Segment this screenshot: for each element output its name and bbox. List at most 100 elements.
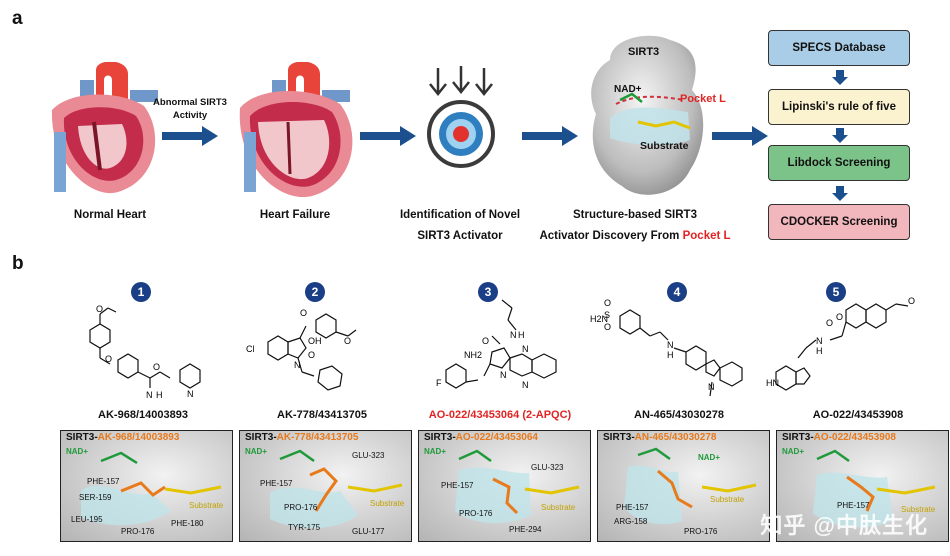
- residue-label: PHE-157: [260, 479, 293, 488]
- residue-label: PHE-294: [509, 525, 542, 534]
- mol3-atom: F: [436, 378, 442, 388]
- docking-title-name: AK-968/14003893: [97, 432, 180, 443]
- residue-label: LEU-195: [71, 515, 103, 524]
- residue-label: PHE-157: [441, 481, 474, 490]
- flow-box-specs: SPECS Database: [768, 30, 910, 66]
- compound-name-1: AK-968/14003893: [98, 409, 188, 421]
- docking-panel-5: SIRT3-AO-022/43453908 NAD+ PHE-157 Subst…: [776, 430, 949, 542]
- compound-badge-4: 4: [667, 282, 687, 302]
- mol3-atom: H: [518, 330, 525, 340]
- protein-sirt3-label: SIRT3: [628, 46, 660, 58]
- residue-label: PHE-157: [837, 501, 870, 510]
- docking-title-4: SIRT3-AN-465/43030278: [603, 432, 716, 443]
- mol4-atom: O: [604, 298, 611, 308]
- docking-title-1: SIRT3-AK-968/14003893: [66, 432, 179, 443]
- panel-b-letter: b: [12, 253, 24, 274]
- mol5-atom: O: [908, 296, 915, 306]
- docking-substrate-label: Substrate: [901, 505, 936, 514]
- protein-substrate-label: Substrate: [640, 140, 689, 152]
- mol2-atom: Cl: [246, 344, 255, 354]
- docking-title-prefix: SIRT3-: [245, 432, 277, 443]
- docking-nad-label: NAD+: [782, 447, 805, 456]
- arrow-4-icon: [712, 126, 768, 146]
- residue-label: PRO-176: [284, 503, 318, 512]
- residue-label: PHE-157: [87, 477, 120, 486]
- target-icon: [427, 66, 495, 168]
- structure-line1: Structure-based SIRT3: [573, 209, 697, 221]
- docking-title-2: SIRT3-AK-778/43413705: [245, 432, 358, 443]
- residue-label: PRO-176: [684, 527, 718, 536]
- residue-label: TYR-175: [288, 523, 321, 532]
- residue-label: PRO-176: [121, 527, 155, 536]
- mol4-atom: H: [667, 350, 674, 360]
- protein-nad-label: NAD+: [614, 84, 642, 95]
- abnormal-activity-line1: Abnormal SIRT3: [153, 97, 227, 108]
- docking-substrate-label: Substrate: [541, 503, 576, 512]
- identification-line1: Identification of Novel: [399, 209, 521, 221]
- molecule-1-structure: O O N H O N: [89, 304, 201, 400]
- docking-title-prefix: SIRT3-: [424, 432, 456, 443]
- mol1-atom: N: [187, 389, 194, 399]
- mol3-atom: N: [500, 370, 507, 380]
- residue-label: PHE-180: [171, 519, 204, 528]
- mol5-atom: H: [816, 346, 823, 356]
- mol1-atom: H: [156, 390, 163, 400]
- docking-nad-label: NAD+: [424, 447, 447, 456]
- mol5-atom: HN: [766, 378, 779, 388]
- docking-nad-label: NAD+: [66, 447, 89, 456]
- compound-name-4: AN-465/43030278: [634, 409, 724, 421]
- structure-line2-prefix: Activator Discovery From: [539, 230, 680, 242]
- identification-line2: SIRT3 Activator: [417, 230, 503, 242]
- residue-label: SER-159: [79, 493, 112, 502]
- docking-title-5: SIRT3-AO-022/43453908: [782, 432, 896, 443]
- docking-title-name: AK-778/43413705: [276, 432, 359, 443]
- arrow-3-icon: [522, 126, 578, 146]
- flow-box-libdock: Libdock Screening: [768, 145, 910, 181]
- structure-line2-pocket: Pocket L: [682, 230, 731, 242]
- mol5-atom: O: [836, 312, 843, 322]
- compound-badge-3: 3: [478, 282, 498, 302]
- mol3-atom: O: [482, 336, 489, 346]
- flow-down-arrow-icon: [832, 128, 848, 143]
- docking-panel-2: SIRT3-AK-778/43413705 NAD+ GLU-323 PHE-1…: [239, 430, 412, 542]
- arrow-1-icon: [162, 126, 218, 146]
- abnormal-activity-line2: Activity: [172, 110, 208, 121]
- docking-panel-1: SIRT3-AK-968/14003893 NAD+ PHE-157 SER-1…: [60, 430, 233, 542]
- flow-box-specs-label: SPECS Database: [792, 42, 886, 54]
- mol2-atom: O: [344, 336, 351, 346]
- mol2-atom: O: [308, 350, 315, 360]
- compound-badge-1: 1: [131, 282, 151, 302]
- mol2-atom: N: [294, 360, 301, 370]
- docking-substrate-label: Substrate: [370, 499, 405, 508]
- normal-heart-illustration: [51, 62, 158, 194]
- heart-failure-illustration: [239, 62, 353, 198]
- mol4-atom: N: [667, 340, 674, 350]
- mol4-atom: S: [604, 310, 610, 320]
- mol2-atom: O: [300, 308, 307, 318]
- structure-line2: Activator Discovery From Pocket L: [535, 226, 735, 247]
- flow-box-cdocker: CDOCKER Screening: [768, 204, 910, 240]
- protein-pocket-label: Pocket L: [680, 93, 726, 105]
- molecule-3-structure: N H O NH2 N N N F: [436, 299, 557, 390]
- residue-label: GLU-177: [352, 527, 385, 536]
- mol1-atom: N: [146, 390, 153, 400]
- identification-caption: Identification of Novel SIRT3 Activator: [395, 205, 525, 247]
- docking-title-name: AN-465/43030278: [634, 432, 717, 443]
- molecule-5-structure: O O O N H HN: [766, 296, 915, 391]
- flow-box-lipinski-label: Lipinski's rule of five: [782, 101, 896, 113]
- abnormal-activity-label: Abnormal SIRT3 Activity: [150, 96, 230, 122]
- mol5-atom: N: [816, 336, 823, 346]
- compound-name-5: AO-022/43453908: [812, 409, 904, 421]
- docking-title-prefix: SIRT3-: [603, 432, 635, 443]
- flow-down-arrow-icon: [832, 70, 848, 85]
- residue-label: PRO-176: [459, 509, 493, 518]
- normal-heart-label: Normal Heart: [73, 209, 147, 221]
- docking-panel-3: SIRT3-AO-022/43453064 NAD+ GLU-323 PHE-1…: [418, 430, 591, 542]
- docking-substrate-label: Substrate: [189, 501, 224, 510]
- mol4-atom: N: [708, 382, 715, 392]
- heart-failure-label: Heart Failure: [259, 209, 331, 221]
- mol1-atom: O: [96, 304, 103, 314]
- mol3-atom: NH2: [464, 350, 482, 360]
- mol2-atom: OH: [308, 336, 322, 346]
- arrow-2-icon: [360, 126, 416, 146]
